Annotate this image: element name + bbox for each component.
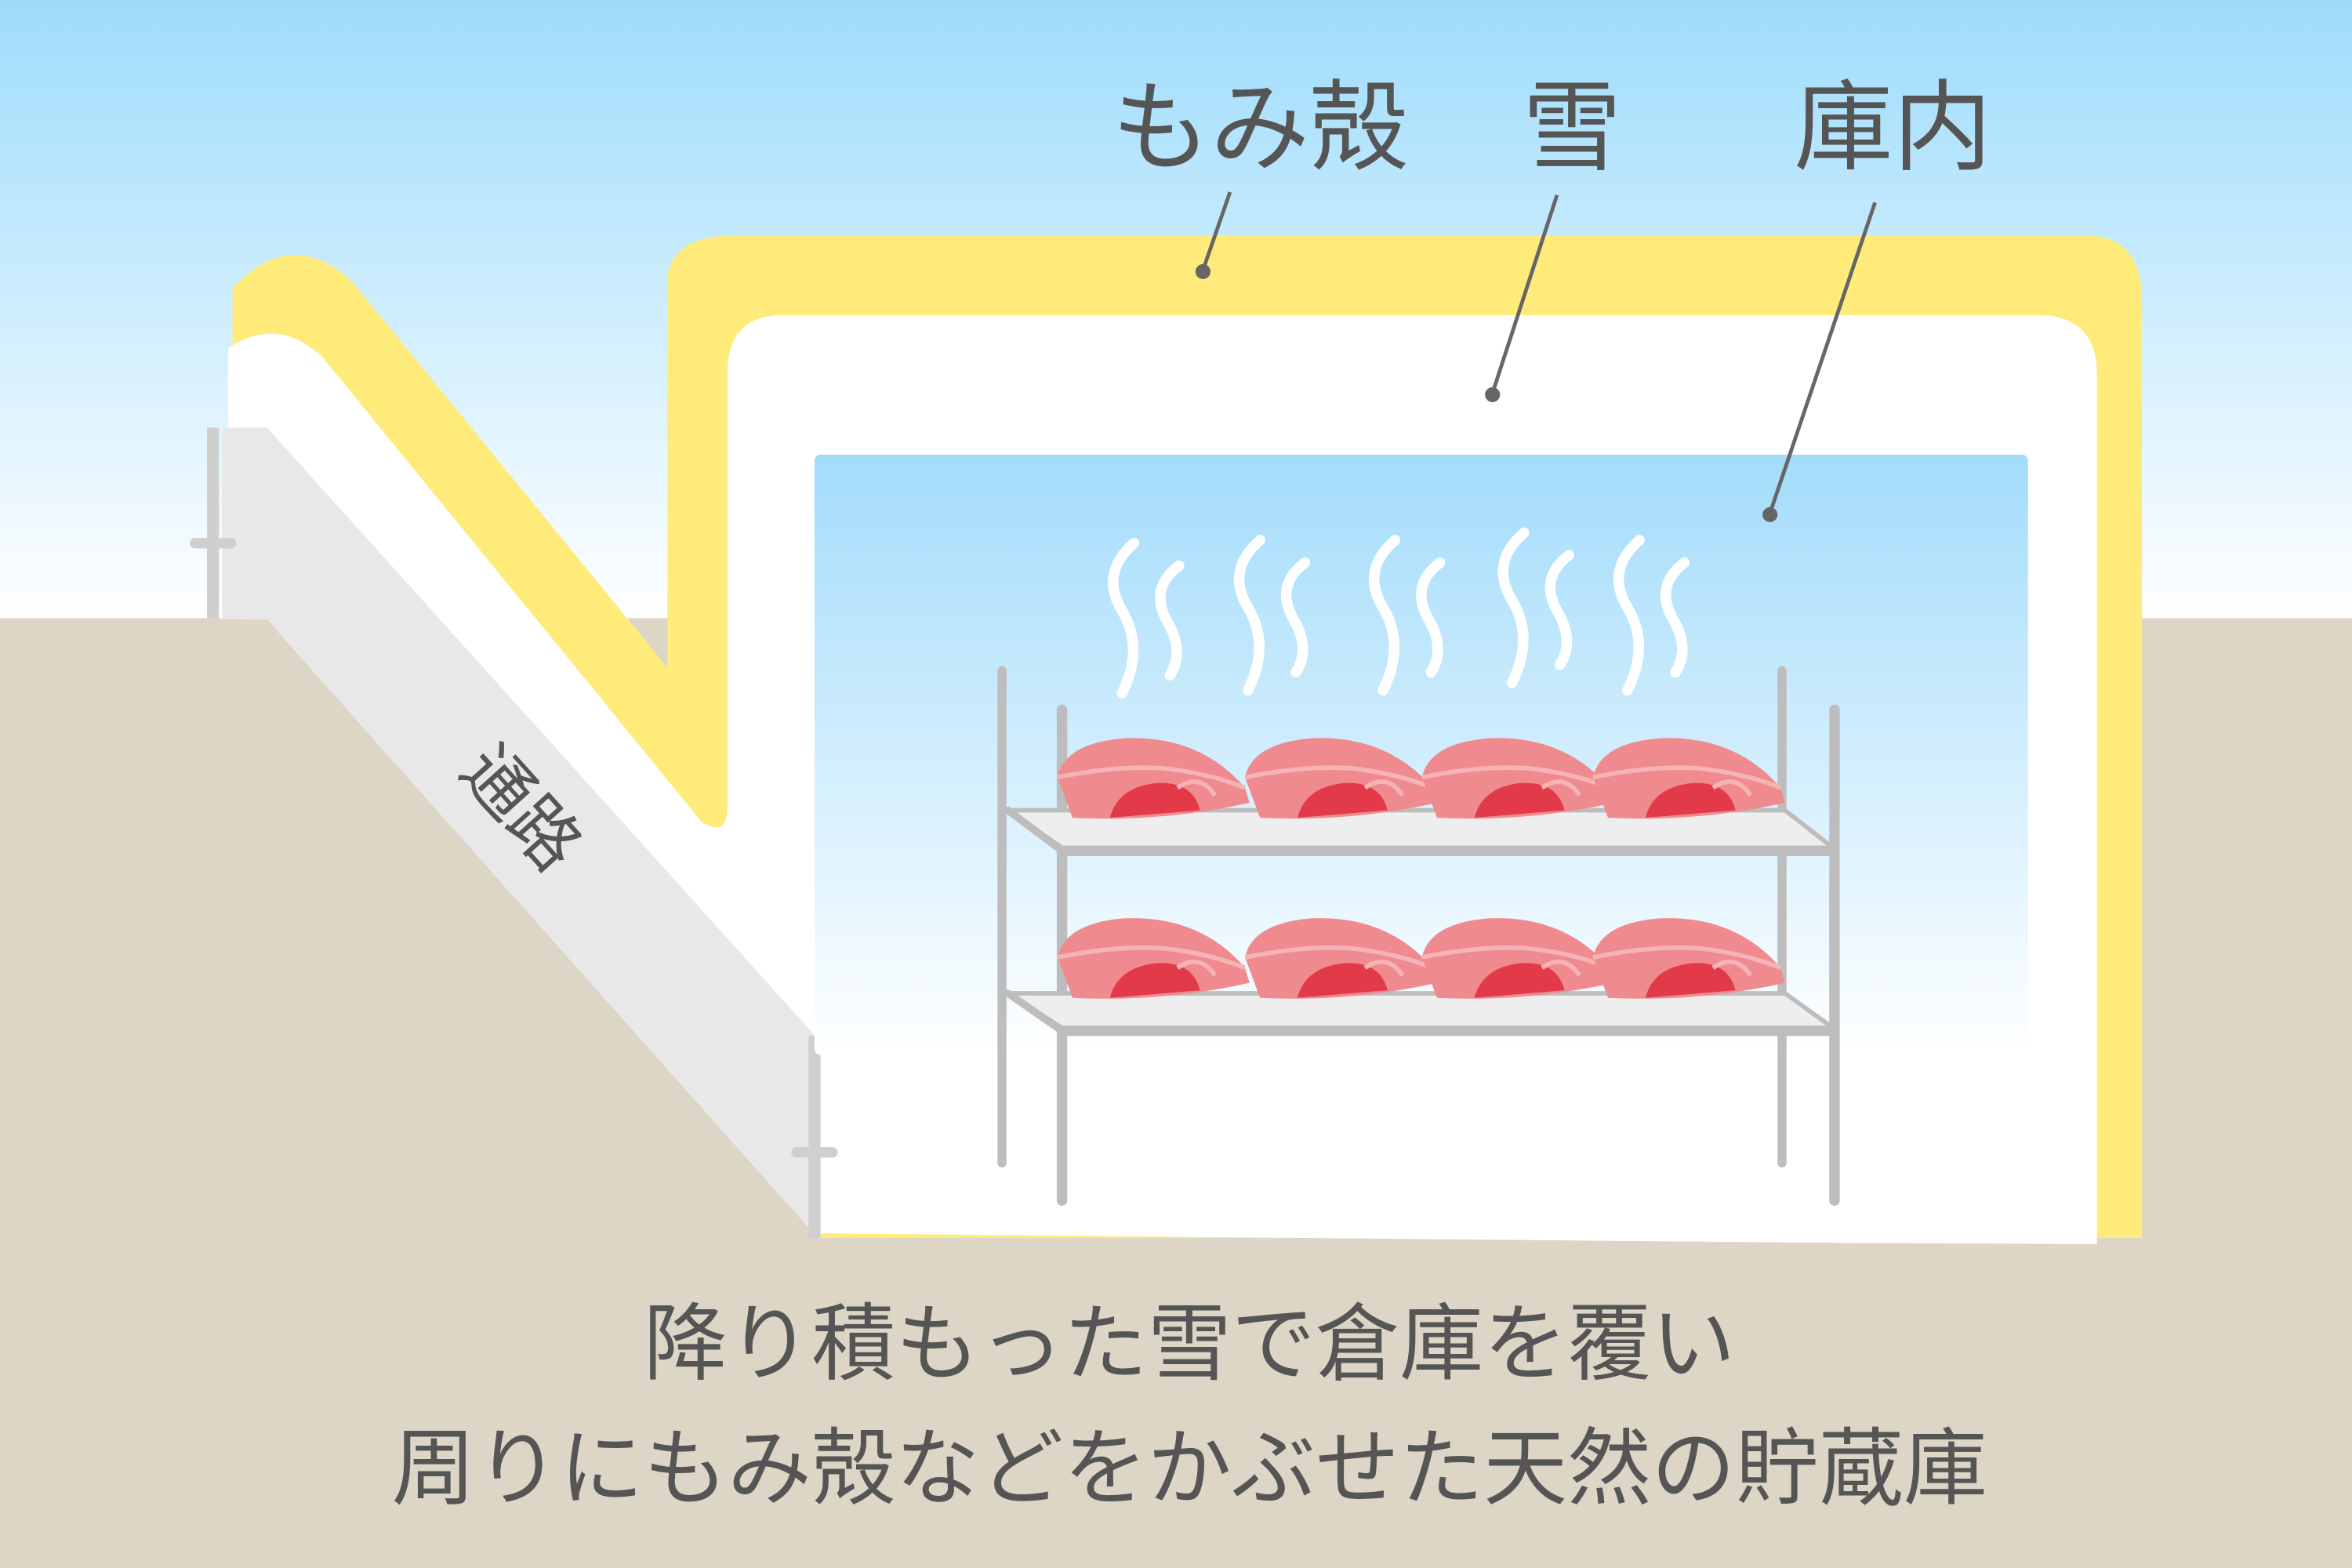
interior-pointer-dot: [1762, 506, 1778, 523]
leader-lines: [1201, 191, 1877, 514]
interior-label: 庫内: [1794, 71, 1992, 186]
snow-pointer-dot: [1485, 387, 1501, 402]
caption-line-2: 周りにもみ殻などをかぶせた天然の貯蔵庫: [392, 1421, 1987, 1518]
ground-slope: [0, 618, 2352, 1568]
husk-pointer-dot: [1195, 263, 1211, 279]
husk-label: もみ殻: [1112, 71, 1409, 186]
passage: [222, 427, 818, 1238]
caption-line-1: 降り積もった雪で倉庫を覆い: [644, 1296, 1736, 1393]
snow-label: 雪: [1523, 71, 1621, 186]
